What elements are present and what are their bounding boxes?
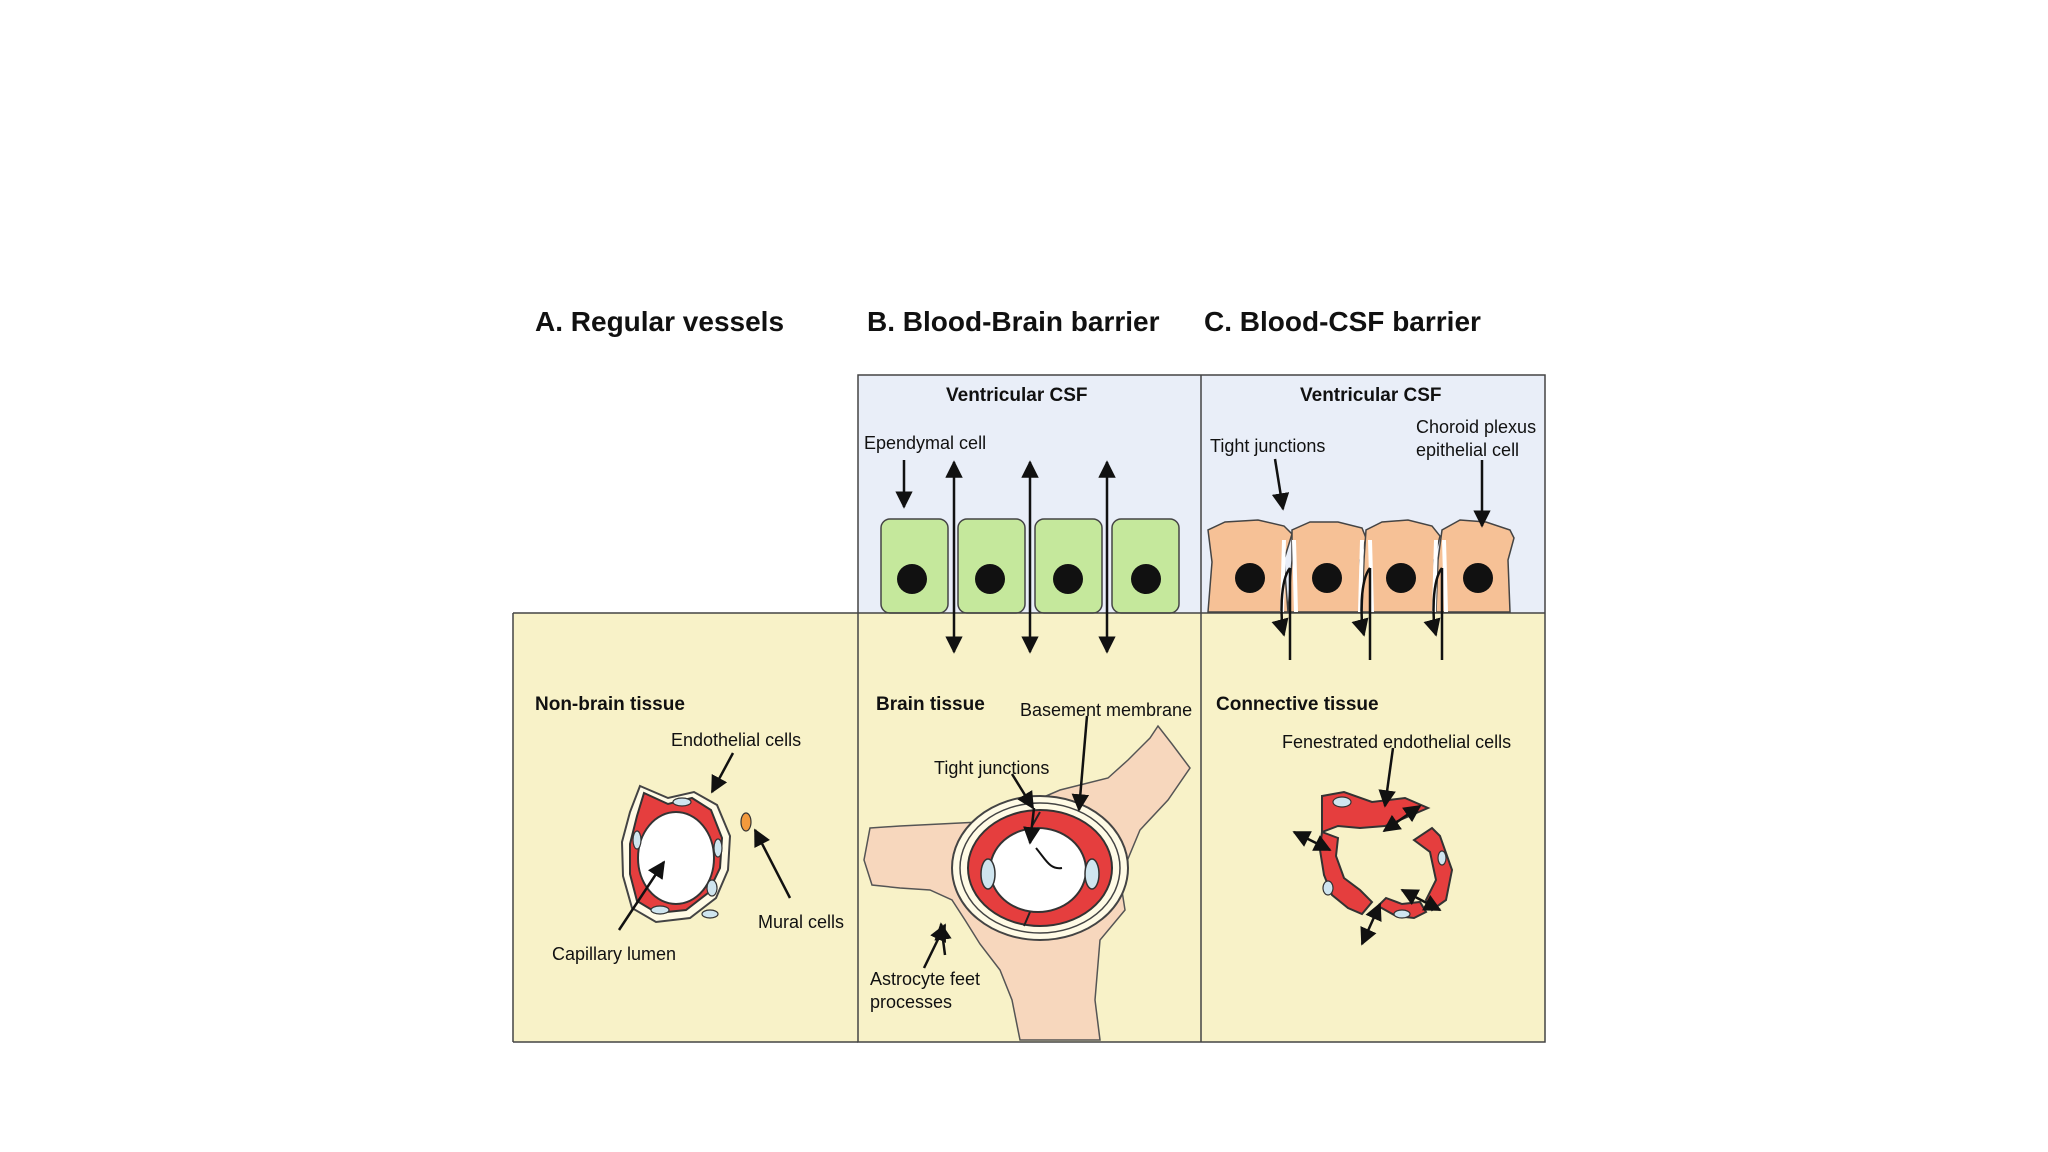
nucleus xyxy=(897,564,927,594)
endothelial-nucleus xyxy=(650,905,670,915)
arrows xyxy=(617,458,1491,969)
label-ventricular-csf-b: Ventricular CSF xyxy=(946,385,1088,406)
endothelial-nucleus xyxy=(713,838,723,858)
fenestrated-nucleus xyxy=(1332,796,1352,808)
nucleus xyxy=(1235,563,1265,593)
fenestrated-nucleus xyxy=(1322,880,1334,896)
choroid-plexus-cells xyxy=(1207,519,1515,613)
label-epithelial-cell: epithelial cell xyxy=(1416,440,1519,460)
label-ependymal-cell: Ependymal cell xyxy=(864,433,986,453)
label-connective-tissue: Connective tissue xyxy=(1216,694,1379,715)
endothelial-nucleus xyxy=(632,830,642,850)
title-blood-csf-barrier: C. Blood-CSF barrier xyxy=(1204,306,1481,337)
label-fenestrated-endothelial-cells: Fenestrated endothelial cells xyxy=(1282,732,1511,752)
ependymal-cells xyxy=(880,518,1180,614)
regular-vessel xyxy=(620,784,752,924)
endothelial-nucleus xyxy=(672,797,692,807)
nucleus xyxy=(975,564,1005,594)
label-tight-junctions-b: Tight junctions xyxy=(934,758,1049,778)
title-blood-brain-barrier: B. Blood-Brain barrier xyxy=(867,306,1160,337)
fenestrated-nucleus xyxy=(1393,909,1411,919)
label-ventricular-csf-c: Ventricular CSF xyxy=(1300,385,1442,406)
label-endothelial-cells: Endothelial cells xyxy=(671,730,801,750)
endothelial-nucleus xyxy=(706,879,718,897)
label-brain-tissue: Brain tissue xyxy=(876,694,985,715)
bbb-endothelial-nucleus xyxy=(980,858,996,890)
label-non-brain-tissue: Non-brain tissue xyxy=(535,694,685,715)
endothelial-nucleus xyxy=(701,909,719,919)
label-basement-membrane: Basement membrane xyxy=(1020,700,1192,720)
nucleus xyxy=(1463,563,1493,593)
label-choroid-plexus: Choroid plexus xyxy=(1416,417,1536,437)
title-regular-vessels: A. Regular vessels xyxy=(535,306,784,337)
label-astrocyte-feet: Astrocyte feet xyxy=(870,969,980,989)
label-capillary-lumen: Capillary lumen xyxy=(552,944,676,964)
nucleus xyxy=(1386,563,1416,593)
label-tight-junctions-c: Tight junctions xyxy=(1210,436,1325,456)
label-mural-cells: Mural cells xyxy=(758,912,844,932)
label-astrocyte-processes: processes xyxy=(870,992,952,1012)
nucleus xyxy=(1131,564,1161,594)
nucleus xyxy=(1312,563,1342,593)
bbb-vessel xyxy=(951,795,1129,941)
nucleus xyxy=(1053,564,1083,594)
fenestrated-nucleus xyxy=(1437,850,1447,866)
mural-cell xyxy=(740,812,752,832)
bbb-endothelial-nucleus xyxy=(1084,858,1100,890)
